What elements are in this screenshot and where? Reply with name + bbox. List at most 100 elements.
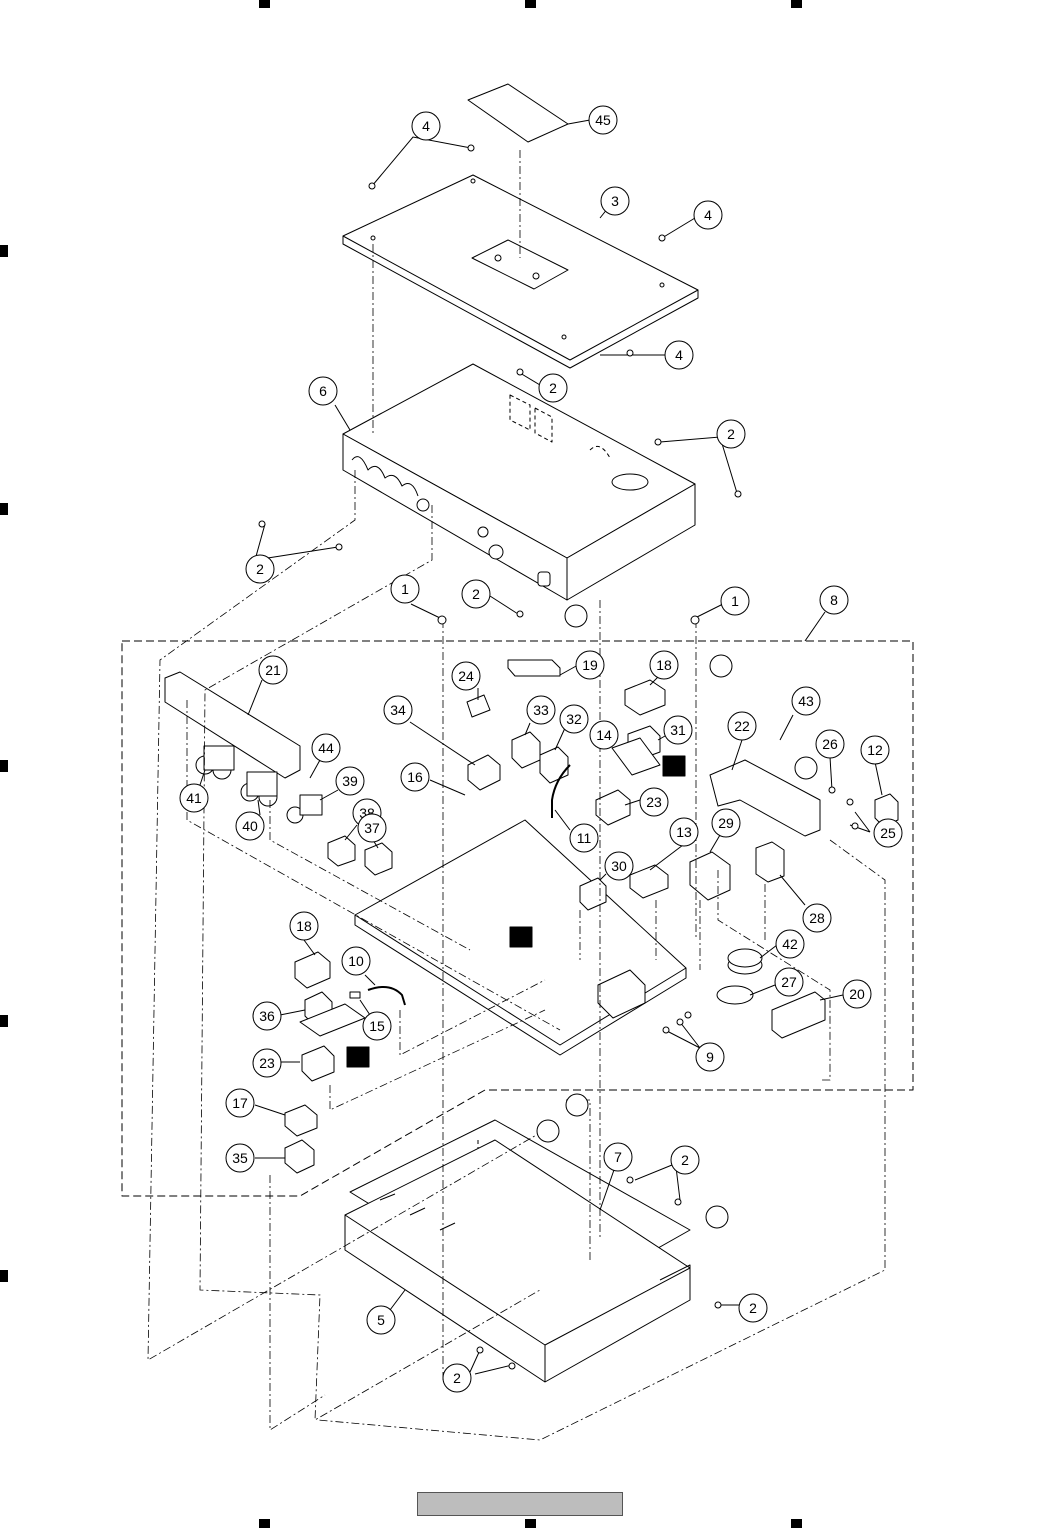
callout-number: 42 (782, 936, 798, 952)
callout-1: 45 (588, 105, 618, 135)
callout-number: 2 (681, 1152, 689, 1168)
callout-39: 30 (604, 851, 634, 881)
callout-circle (225, 1088, 255, 1118)
callout-47: 20 (842, 979, 872, 1009)
callout-number: 43 (798, 693, 814, 709)
rca-jacks (195, 745, 323, 824)
callout-8: 2 (716, 419, 746, 449)
callout-number: 30 (611, 858, 627, 874)
callout-3: 3 (600, 186, 630, 216)
callout-22: 31 (663, 715, 693, 745)
callout-54: 2 (738, 1293, 768, 1323)
callout-13: 8 (819, 585, 849, 615)
callout-circle (451, 661, 481, 691)
callout-40: 28 (802, 903, 832, 933)
jack-bracket (164, 671, 301, 779)
callout-number: 40 (242, 818, 258, 834)
callout-20: 32 (559, 704, 589, 734)
callout-37: 29 (711, 808, 741, 838)
callout-circle (252, 1048, 282, 1078)
callout-number: 2 (256, 561, 264, 577)
callout-circle (341, 946, 371, 976)
callout-circle (774, 967, 804, 997)
callout-number: 37 (364, 820, 380, 836)
callout-circle (791, 686, 821, 716)
callout-number: 23 (259, 1055, 275, 1071)
callout-circle (775, 929, 805, 959)
callout-circle (179, 783, 209, 813)
callout-number: 27 (781, 974, 797, 990)
callout-12: 1 (720, 586, 750, 616)
callout-number: 15 (369, 1018, 385, 1034)
callout-circle (842, 979, 872, 1009)
callout-number: 23 (646, 794, 662, 810)
callout-number: 2 (472, 586, 480, 602)
callout-circle (727, 711, 757, 741)
callout-circle (819, 585, 849, 615)
callout-number: 26 (822, 736, 838, 752)
callout-7: 6 (308, 376, 338, 406)
callout-circle (603, 1142, 633, 1172)
callout-number: 31 (670, 722, 686, 738)
callout-circle (526, 695, 556, 725)
callout-number: 33 (533, 702, 549, 718)
assembly-group-frame (121, 640, 914, 1197)
callout-number: 11 (577, 830, 592, 846)
callout-34: 23 (639, 787, 669, 817)
callout-circle (873, 818, 903, 848)
callout-number: 22 (734, 718, 750, 734)
callout-24: 22 (727, 711, 757, 741)
callout-number: 12 (867, 742, 883, 758)
callout-9: 2 (245, 554, 275, 584)
callout-number: 2 (749, 1300, 757, 1316)
callout-27: 44 (311, 733, 341, 763)
callout-48: 23 (252, 1048, 282, 1078)
callout-circle (559, 704, 589, 734)
callout-number: 16 (407, 769, 423, 785)
callout-number: 21 (265, 662, 281, 678)
callout-29: 39 (335, 766, 365, 796)
callout-circle (538, 373, 568, 403)
callout-11: 1 (390, 574, 420, 604)
callout-35: 11 (569, 823, 599, 853)
callout-number: 5 (377, 1312, 385, 1328)
callout-44: 36 (252, 1001, 282, 1031)
callout-52: 7 (603, 1142, 633, 1172)
callout-number: 13 (676, 824, 692, 840)
callout-36: 13 (669, 817, 699, 847)
callout-circle (693, 200, 723, 230)
callout-49: 9 (695, 1042, 725, 1072)
footer-label-box (417, 1492, 623, 1516)
callout-23: 43 (791, 686, 821, 716)
callout-circle (600, 186, 630, 216)
callout-number: 14 (596, 727, 612, 743)
top-cover (342, 174, 699, 361)
callout-26: 12 (860, 735, 890, 765)
callout-14: 21 (258, 655, 288, 685)
callout-circle (588, 105, 618, 135)
callout-number: 2 (727, 426, 735, 442)
callout-number: 10 (348, 953, 364, 969)
callout-circle (604, 851, 634, 881)
callout-number: 34 (390, 702, 406, 718)
callout-circle (335, 766, 365, 796)
callout-circle (815, 729, 845, 759)
callout-number: 41 (186, 790, 202, 806)
callout-circle (461, 579, 491, 609)
callout-number: 18 (656, 657, 672, 673)
callout-45: 15 (362, 1011, 392, 1041)
callout-19: 33 (526, 695, 556, 725)
callout-circle (720, 586, 750, 616)
callout-28: 16 (400, 762, 430, 792)
callout-number: 9 (706, 1049, 714, 1065)
callout-number: 25 (880, 825, 896, 841)
callout-number: 17 (232, 1095, 248, 1111)
callout-21: 14 (589, 720, 619, 750)
callout-circle (442, 1363, 472, 1393)
callout-number: 4 (422, 118, 430, 134)
callout-circle (289, 911, 319, 941)
callout-number: 44 (318, 740, 334, 756)
callout-25: 26 (815, 729, 845, 759)
